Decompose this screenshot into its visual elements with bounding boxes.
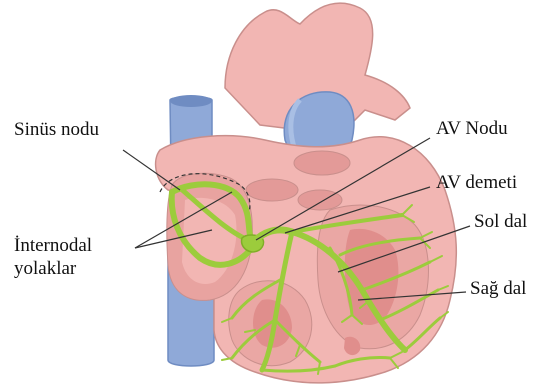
- label-internodal-line2: yolaklar: [14, 258, 76, 280]
- label-right-branch: Sağ dal: [470, 278, 526, 300]
- label-av-bundle: AV demeti: [436, 172, 517, 194]
- label-av-node: AV Nodu: [436, 118, 508, 140]
- label-sinus-node: Sinüs nodu: [14, 119, 99, 141]
- label-left-branch: Sol dal: [474, 211, 527, 233]
- label-internodal-line1: İnternodal: [14, 235, 92, 257]
